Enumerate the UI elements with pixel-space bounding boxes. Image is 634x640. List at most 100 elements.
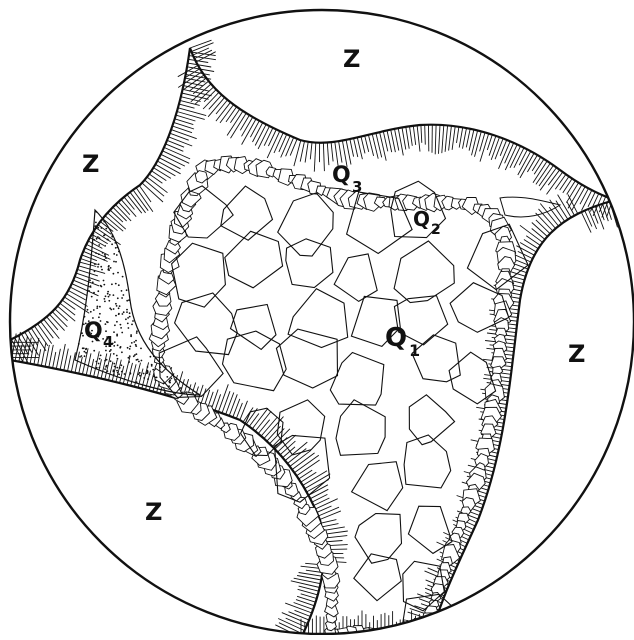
hatch-stroke	[463, 128, 467, 149]
hatch-stroke	[475, 131, 482, 156]
quartz-grain	[336, 400, 385, 456]
quartz-grain	[288, 289, 348, 348]
stipple-dot	[111, 283, 113, 285]
stipple-dot	[113, 373, 115, 375]
stipple-dot	[119, 347, 121, 349]
stipple-dot	[114, 341, 116, 343]
stipple-dot	[106, 365, 108, 367]
stipple-dot	[118, 373, 120, 375]
stipple-dot	[113, 294, 115, 296]
quartz-grain	[175, 293, 238, 355]
stipple-dot	[85, 352, 87, 354]
hatch-stroke	[79, 357, 83, 374]
hatch-stroke	[524, 240, 538, 249]
hatch-stroke	[410, 126, 413, 146]
hatch-stroke	[580, 188, 589, 204]
stipple-dot	[103, 280, 105, 282]
hatch-stroke	[255, 124, 266, 145]
stipple-dot	[120, 327, 122, 329]
stipple-dot	[113, 308, 115, 310]
stipple-dot	[110, 309, 112, 311]
quartz-grain-mosaic	[149, 156, 528, 635]
quartz-grain	[409, 395, 454, 445]
stipple-dot	[121, 297, 123, 299]
hatch-stroke	[595, 206, 604, 229]
hatch-stroke	[445, 125, 448, 151]
stipple-dot	[111, 243, 113, 245]
hatch-stroke	[167, 140, 184, 147]
stipple-dot	[93, 292, 95, 294]
stipple-dot	[104, 256, 106, 258]
stipple-dot	[108, 268, 110, 270]
stipple-dot	[115, 283, 117, 285]
hatch-stroke	[489, 136, 496, 156]
stipple-dot	[117, 272, 119, 274]
hatch-stroke	[56, 349, 60, 369]
hatch-stroke	[88, 241, 102, 249]
label-q1-sub: 1	[409, 341, 420, 360]
quartz-grain	[394, 241, 454, 303]
stipple-dot	[87, 309, 89, 311]
hatch-stroke	[505, 143, 514, 164]
hatch-stroke	[425, 125, 426, 145]
hatch-stroke	[540, 168, 557, 191]
stipple-dot	[93, 350, 95, 352]
stipple-dot	[94, 270, 96, 272]
hatch-stroke	[286, 618, 306, 627]
stipple-dot	[99, 306, 101, 308]
stipple-dot	[106, 321, 108, 323]
hatch-stroke	[109, 362, 113, 381]
stipple-dot	[81, 332, 83, 334]
hatch-stroke	[350, 139, 354, 157]
stipple-dot	[117, 372, 119, 374]
stipple-dot	[115, 247, 117, 249]
stipple-dot	[113, 345, 115, 347]
stipple-dot	[105, 295, 107, 297]
hatch-stroke	[240, 115, 249, 130]
stipple-dot	[84, 316, 86, 318]
hatch-stroke	[62, 300, 75, 309]
stipple-dot	[151, 364, 153, 366]
stipple-dot	[127, 317, 129, 319]
hatch-stroke	[346, 140, 351, 165]
hatch-stroke	[178, 108, 206, 116]
label-q2: Q	[413, 207, 430, 231]
hatch-stroke	[413, 126, 415, 145]
label-z-left: Z	[82, 150, 99, 178]
hatch-stroke	[45, 345, 49, 367]
hatch-stroke	[590, 193, 598, 211]
stipple-dot	[104, 254, 106, 256]
hatch-stroke	[174, 122, 194, 129]
hatch-stroke	[226, 393, 234, 415]
stipple-dot	[105, 228, 107, 230]
rim-crystal	[417, 626, 433, 635]
stipple-dot	[183, 393, 185, 395]
stipple-dot	[118, 313, 120, 315]
stipple-dot	[153, 375, 155, 377]
hatch-stroke	[242, 117, 253, 136]
hatch-stroke	[226, 107, 237, 122]
hatch-stroke	[258, 420, 270, 434]
stipple-dot	[121, 364, 123, 366]
hatch-stroke	[274, 133, 283, 153]
stipple-dot	[150, 356, 152, 358]
hatch-stroke	[68, 291, 85, 300]
stipple-dot	[113, 369, 115, 371]
stipple-dot	[180, 387, 182, 389]
stipple-dot	[85, 348, 87, 350]
hatch-stroke	[41, 322, 54, 339]
hatch-stroke	[395, 129, 399, 151]
stipple-dot	[113, 363, 115, 365]
hatch-stroke	[402, 128, 406, 150]
rim-crystal	[421, 621, 435, 634]
stipple-dot	[129, 355, 131, 357]
stipple-dot	[116, 355, 118, 357]
label-q2-sub: 2	[431, 222, 441, 238]
hatch-stroke	[327, 143, 329, 166]
stipple-dot	[89, 279, 91, 281]
stipple-dot	[123, 294, 125, 296]
hatch-stroke	[527, 155, 537, 172]
stipple-dot	[136, 353, 138, 355]
hatch-stroke	[249, 414, 259, 427]
label-q4: Q	[84, 319, 103, 344]
